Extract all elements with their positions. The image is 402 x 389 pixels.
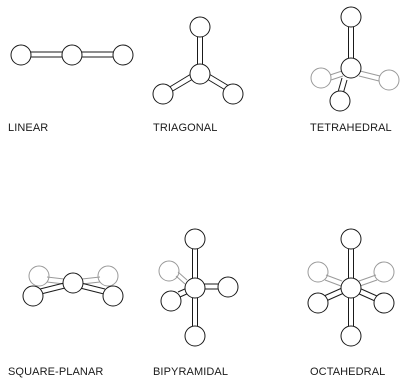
bond: [358, 70, 381, 82]
bond: [324, 274, 343, 287]
atom: [160, 290, 182, 312]
atom: [340, 6, 362, 28]
label-linear: LINEAR: [8, 122, 49, 134]
atom: [378, 69, 400, 91]
atom: [189, 63, 211, 85]
bond: [79, 282, 106, 295]
atom: [62, 272, 84, 294]
atom: [340, 228, 362, 250]
bond: [192, 249, 198, 279]
bond: [358, 274, 378, 287]
atom: [102, 285, 124, 307]
atom: [152, 83, 174, 105]
atom: [28, 265, 50, 287]
bond: [197, 36, 203, 66]
atom: [97, 265, 119, 287]
bond: [348, 297, 354, 326]
atom: [373, 292, 395, 314]
atom: [329, 90, 351, 112]
bond: [206, 73, 230, 92]
label-square-planar: SQUARE-PLANAR: [8, 366, 104, 378]
atom: [217, 276, 239, 298]
bond: [30, 51, 64, 58]
label-bipyramidal: BIPYRAMIDAL: [153, 366, 229, 378]
tetrahedral-molecule: [310, 6, 400, 112]
atom: [373, 261, 395, 283]
atom: [307, 292, 329, 314]
atom: [340, 277, 362, 299]
atom: [340, 325, 362, 347]
atom: [184, 277, 206, 299]
bond: [46, 276, 65, 285]
triagonal-molecule: [152, 16, 244, 105]
atom: [61, 44, 83, 66]
atom: [222, 83, 244, 105]
bond: [175, 271, 188, 285]
bipyramidal-molecule: [158, 228, 239, 347]
atom: [340, 57, 362, 79]
octahedral-molecule: [307, 228, 395, 347]
atom: [158, 260, 180, 282]
atom: [112, 44, 134, 66]
atom: [10, 44, 32, 66]
atom: [22, 285, 44, 307]
bond: [167, 73, 194, 93]
linear-molecule: [10, 44, 134, 66]
bond: [329, 70, 344, 81]
bond: [80, 51, 114, 58]
label-tetrahedral: TETRAHEDRAL: [310, 122, 392, 134]
bond: [204, 283, 218, 290]
bond: [39, 282, 66, 295]
atom: [184, 228, 206, 250]
bond: [348, 249, 354, 279]
bond: [348, 26, 354, 59]
label-triagonal: TRIAGONAL: [153, 122, 218, 134]
bond: [323, 287, 345, 302]
label-octahedral: OCTAHEDRAL: [310, 366, 386, 378]
square-planar-molecule: [22, 265, 124, 307]
atom: [184, 325, 206, 347]
bond: [192, 297, 198, 326]
bond: [81, 276, 101, 285]
atom: [189, 16, 211, 38]
atom: [307, 261, 329, 283]
bond: [356, 287, 378, 302]
atom: [310, 67, 332, 89]
